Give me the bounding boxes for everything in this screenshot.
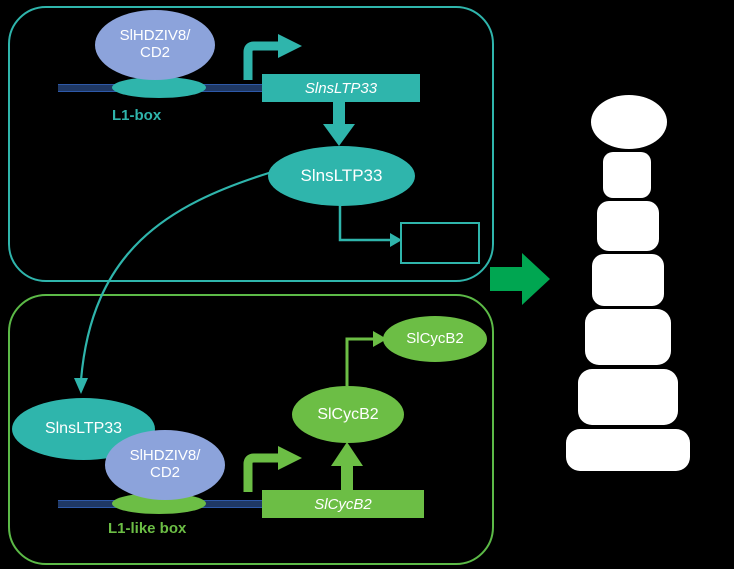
bottom-panel	[8, 294, 494, 565]
target-label: SlCycB2	[406, 329, 464, 347]
tf-label-line2: CD2	[139, 44, 170, 61]
trichome-segment-3	[592, 254, 664, 306]
transcription-start-arrow-green-icon	[243, 446, 302, 492]
slnsltp33-gene-box: SlnsLTP33	[262, 74, 420, 102]
hdziv8-cd2-ellipse-bottom: SlHDZIV8/ CD2	[105, 430, 225, 500]
trichome-base	[566, 429, 690, 471]
slcycb2-gene-box: SlCycB2	[262, 490, 424, 518]
tf-label-line2: CD2	[149, 464, 180, 481]
tf-label-line1: SlHDZIV8/	[119, 27, 191, 45]
slcycb2-protein-ellipse: SlCycB2	[292, 386, 404, 443]
trichome-segment-2	[597, 201, 659, 251]
elbow-arrow-green-icon	[345, 331, 387, 386]
trichome-segment-4	[585, 309, 671, 365]
unknown-target-box	[400, 222, 480, 264]
trichome-head	[591, 95, 667, 149]
result-block-arrow-icon	[490, 253, 550, 305]
hdziv8-cd2-ellipse-top: SlHDZIV8/ CD2	[95, 10, 215, 80]
slcycb2-target-ellipse: SlCycB2	[383, 316, 487, 362]
trichome-segment-1	[603, 152, 651, 198]
l1-box-ellipse	[112, 77, 206, 98]
elbow-arrow-icon	[338, 204, 402, 247]
slnsltp33-protein-ellipse: SlnsLTP33	[268, 146, 415, 206]
up-arrow-icon	[331, 442, 363, 490]
protein-label: SlnsLTP33	[300, 166, 383, 186]
top-panel	[8, 6, 494, 282]
l1-like-box-label: L1-like box	[108, 520, 187, 537]
l1-box-label: L1-box	[112, 107, 162, 124]
down-arrow-icon	[323, 102, 355, 146]
incoming-protein-label: SlnsLTP33	[44, 420, 123, 438]
transcription-start-arrow-icon	[243, 34, 302, 80]
tf-label-line1: SlHDZIV8/	[129, 447, 201, 465]
protein-label: SlCycB2	[317, 405, 379, 423]
trichome-segment-5	[578, 369, 678, 425]
